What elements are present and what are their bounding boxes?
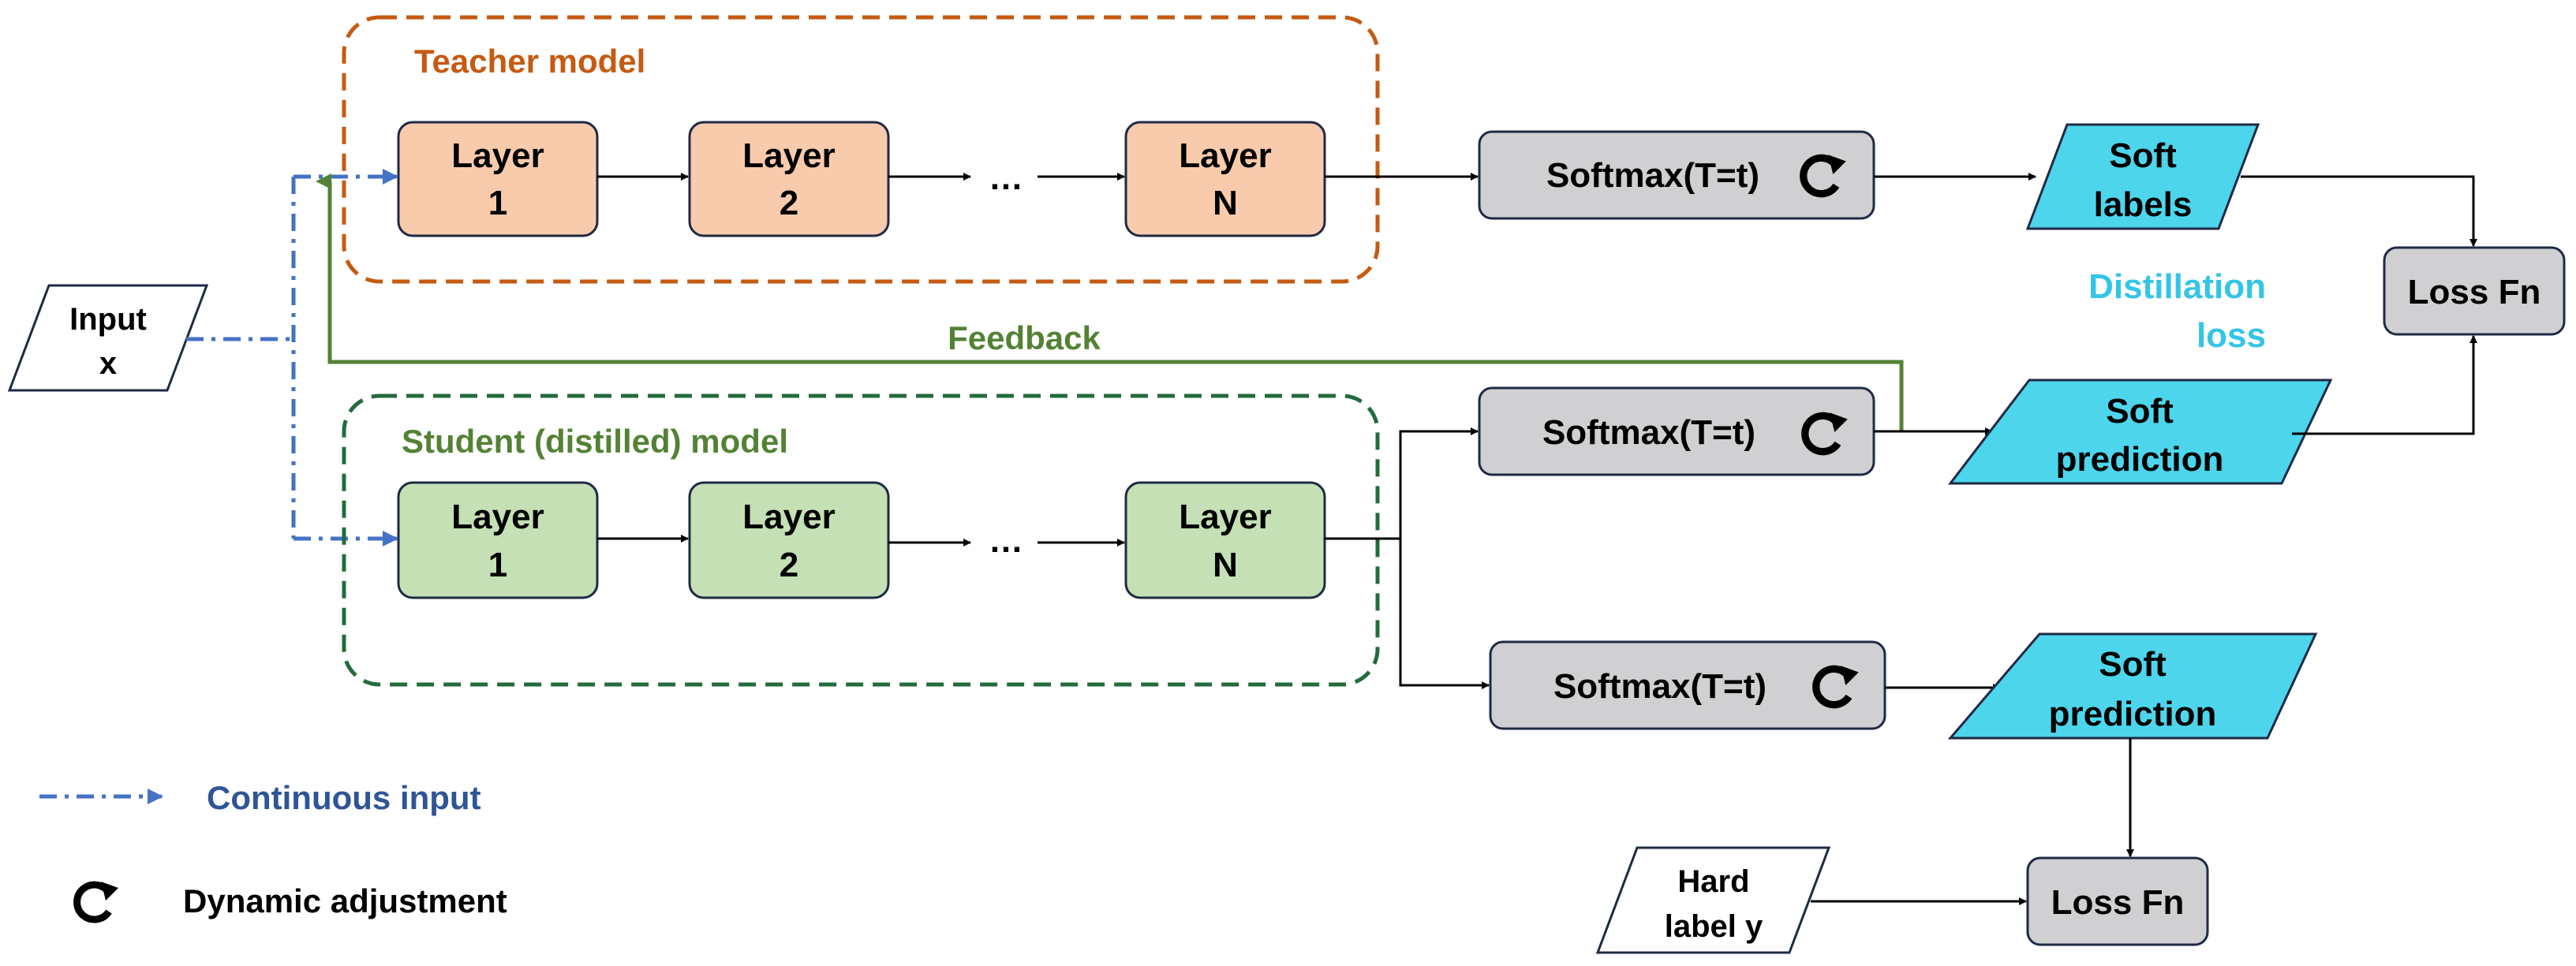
distillation-loss-line2: loss <box>2197 316 2266 355</box>
teacher-layer-1: Layer 1 <box>397 121 599 237</box>
teacher-model-title: Teacher model <box>414 43 645 80</box>
input-x-parallelogram: Input x <box>7 284 209 392</box>
teacher-ellipsis: … <box>989 159 1023 197</box>
hard-label-line2: label y <box>1665 909 1763 944</box>
soft-labels-parallelogram: Soft labels <box>2025 123 2260 230</box>
teacher-layer-n: Layer N <box>1124 121 1326 237</box>
hard-label-parallelogram: Hard label y <box>1595 846 1831 954</box>
arrow-soft-prediction-loss-top <box>2292 335 2477 435</box>
feedback-path <box>316 173 1904 431</box>
student-model-title: Student (distilled) model <box>402 423 788 460</box>
loss-fn-bottom-box: Loss Fn <box>2026 856 2209 946</box>
soft-prediction-top-line1: Soft <box>2106 392 2174 431</box>
loss-fn-top-label: Loss Fn <box>2408 273 2541 311</box>
soft-prediction-bottom-parallelogram: Soft prediction <box>1947 632 2318 740</box>
soft-prediction-bottom-line2: prediction <box>2049 695 2217 733</box>
student-softmax-bottom-label: Softmax(T=t) <box>1553 667 1767 706</box>
feedback-label: Feedback <box>948 319 1101 356</box>
teacher-layer-1-label: Layer <box>451 136 544 175</box>
teacher-layer-2: Layer 2 <box>688 121 890 237</box>
student-layer-n-label: Layer <box>1179 498 1271 536</box>
legend-dynamic-adjustment-icon <box>77 882 118 919</box>
arrow-student-softmax-bottom <box>1399 539 1490 689</box>
student-layer-n: Layer N <box>1124 481 1326 599</box>
student-layer-n-index: N <box>1213 546 1238 584</box>
loss-fn-top-box: Loss Fn <box>2383 246 2566 336</box>
teacher-softmax-label: Softmax(T=t) <box>1546 156 1759 195</box>
student-layer-2: Layer 2 <box>688 481 890 599</box>
teacher-layer-n-index: N <box>1213 184 1238 222</box>
arrow-soft-labels-loss <box>2241 175 2477 247</box>
legend-continuous-input-label: Continuous input <box>207 779 481 816</box>
soft-prediction-top-line2: prediction <box>2056 440 2224 479</box>
soft-labels-line2: labels <box>2094 185 2193 224</box>
student-softmax-top-box: Softmax(T=t) <box>1478 386 1875 476</box>
teacher-layer-n-label: Layer <box>1179 136 1271 175</box>
student-model-container <box>342 393 1380 687</box>
soft-prediction-bottom-line1: Soft <box>2099 645 2167 684</box>
student-softmax-bottom-box: Softmax(T=t) <box>1489 640 1886 730</box>
input-x-line2: x <box>99 346 117 381</box>
student-layer-2-label: Layer <box>742 498 835 536</box>
student-ellipsis: … <box>989 521 1023 560</box>
loss-fn-bottom-label: Loss Fn <box>2051 883 2185 922</box>
arrow-student-softmax-top <box>1399 427 1479 539</box>
distillation-loss-line1: Distillation <box>2088 267 2266 306</box>
student-layer-1-label: Layer <box>451 498 544 536</box>
teacher-layer-2-index: 2 <box>780 184 798 222</box>
student-softmax-top-label: Softmax(T=t) <box>1542 413 1755 452</box>
student-layer-2-index: 2 <box>780 546 798 584</box>
student-layer-1: Layer 1 <box>397 481 599 599</box>
legend-dynamic-adjustment-label: Dynamic adjustment <box>183 882 507 919</box>
soft-labels-line1: Soft <box>2109 136 2177 175</box>
soft-prediction-top-parallelogram: Soft prediction <box>1947 379 2333 485</box>
teacher-model-container <box>342 15 1380 284</box>
teacher-softmax-box: Softmax(T=t) <box>1478 130 1875 220</box>
teacher-layer-2-label: Layer <box>742 136 835 175</box>
input-x-line1: Input <box>69 302 147 337</box>
teacher-layer-1-index: 1 <box>488 184 507 222</box>
student-layer-1-index: 1 <box>488 546 507 584</box>
hard-label-line1: Hard <box>1677 864 1749 899</box>
